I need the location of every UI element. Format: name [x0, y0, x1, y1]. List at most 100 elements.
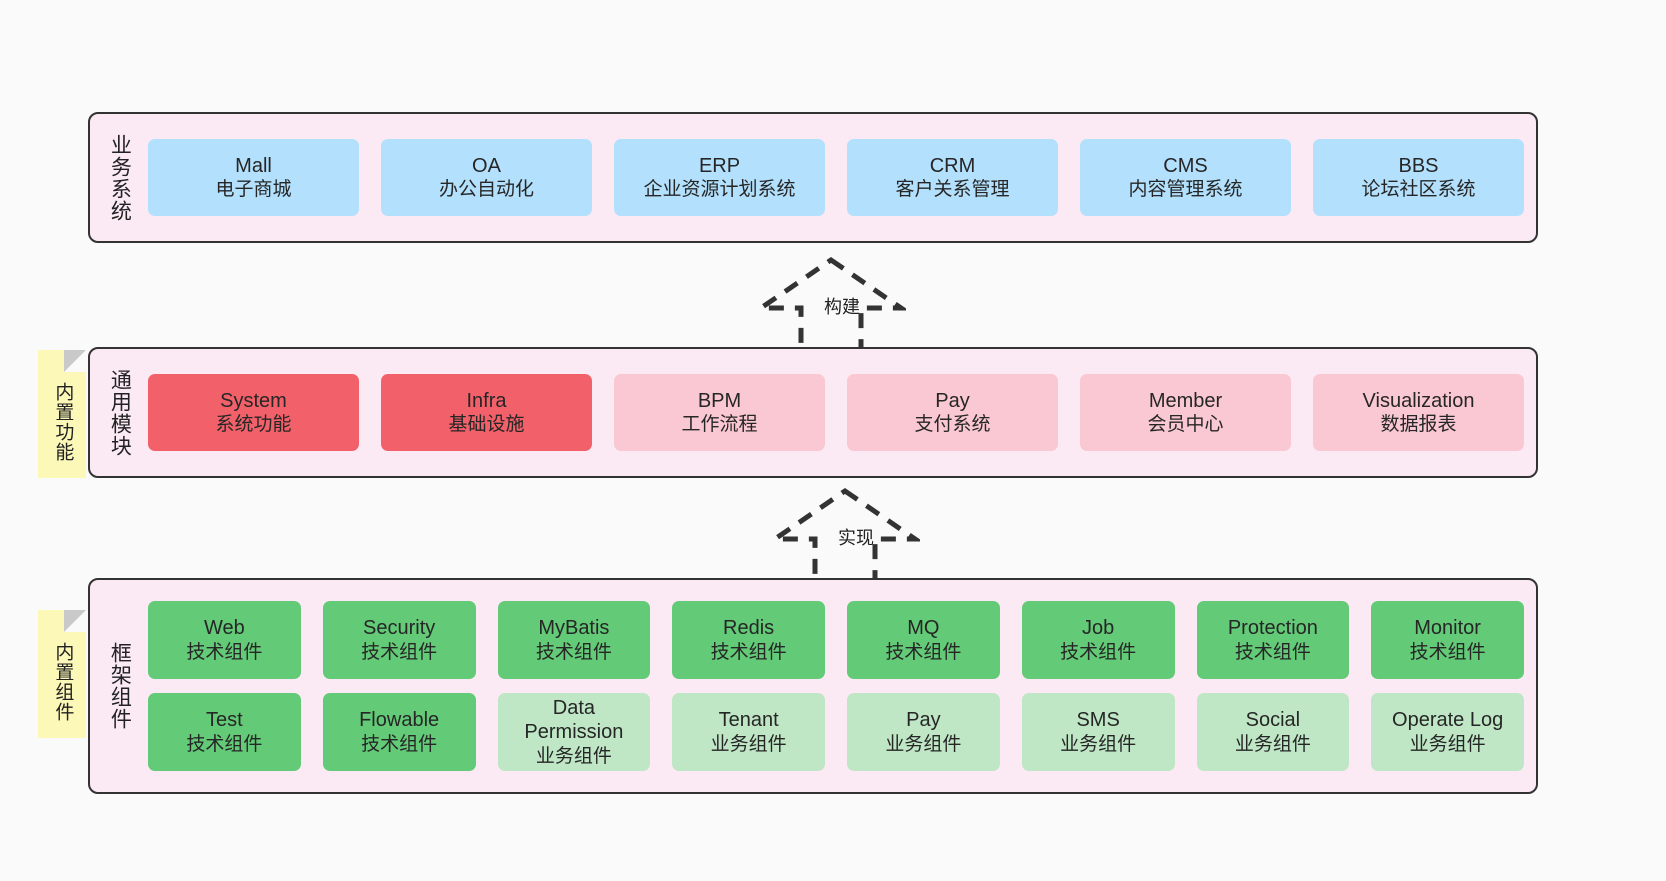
- framework-biz-row: Test 技术组件 Flowable 技术组件 Data Permission …: [148, 693, 1524, 771]
- card-subtitle: 企业资源计划系统: [643, 179, 796, 201]
- card-subtitle: 技术组件: [1060, 641, 1137, 663]
- layer-title-business: 业务系统: [108, 133, 132, 222]
- card-title: Visualization: [1362, 389, 1475, 412]
- card-subtitle: 数据报表: [1380, 414, 1457, 436]
- framework-card-test[interactable]: Test 技术组件: [148, 693, 301, 771]
- layer-common-modules: 通用模块 System 系统功能 Infra 基础设施 BPM 工作流程 Pay…: [88, 347, 1538, 478]
- card-title: Mall: [235, 154, 272, 177]
- card-title: Redis: [723, 617, 775, 640]
- arrow-build-label: 构建: [824, 297, 860, 317]
- business-card-oa[interactable]: OA 办公自动化: [381, 139, 592, 216]
- card-subtitle: 业务组件: [1060, 733, 1137, 755]
- framework-card-redis[interactable]: Redis 技术组件: [672, 601, 825, 679]
- framework-card-social[interactable]: Social 业务组件: [1196, 693, 1350, 771]
- business-card-erp[interactable]: ERP 企业资源计划系统: [614, 139, 825, 216]
- card-subtitle: 业务组件: [710, 733, 787, 755]
- card-title: Infra: [466, 389, 507, 412]
- card-title: BBS: [1398, 154, 1439, 177]
- layer-body-common: System 系统功能 Infra 基础设施 BPM 工作流程 Pay 支付系统…: [136, 359, 1524, 466]
- framework-card-pay[interactable]: Pay 业务组件: [847, 693, 1000, 771]
- card-title: Social: [1245, 709, 1301, 732]
- common-card-member[interactable]: Member 会员中心: [1080, 374, 1291, 451]
- framework-card-data-permission[interactable]: Data Permission 业务组件: [497, 693, 651, 771]
- card-subtitle: 工作流程: [681, 414, 758, 436]
- card-subtitle: 业务组件: [1409, 733, 1486, 755]
- framework-card-job[interactable]: Job 技术组件: [1021, 601, 1175, 679]
- card-subtitle: 技术组件: [535, 641, 612, 663]
- card-title: Data Permission: [524, 697, 624, 744]
- layer-business-system: 业务系统 Mall 电子商城 OA 办公自动化 ERP 企业资源计划系统 CRM…: [88, 112, 1538, 243]
- framework-tech-row: Web 技术组件 Security 技术组件 MyBatis 技术组件 Redi…: [148, 601, 1524, 679]
- card-subtitle: 论坛社区系统: [1361, 179, 1476, 201]
- framework-card-mq[interactable]: MQ 技术组件: [847, 601, 1000, 679]
- card-title: CRM: [929, 154, 976, 177]
- common-card-row: System 系统功能 Infra 基础设施 BPM 工作流程 Pay 支付系统…: [148, 374, 1524, 451]
- card-title: Job: [1082, 617, 1115, 640]
- card-subtitle: 会员中心: [1147, 414, 1224, 436]
- card-title: MQ: [907, 617, 940, 640]
- framework-card-protection[interactable]: Protection 技术组件: [1196, 601, 1350, 679]
- framework-card-web[interactable]: Web 技术组件: [148, 601, 301, 679]
- layer-body-business: Mall 电子商城 OA 办公自动化 ERP 企业资源计划系统 CRM 客户关系…: [136, 124, 1524, 231]
- business-card-row: Mall 电子商城 OA 办公自动化 ERP 企业资源计划系统 CRM 客户关系…: [148, 139, 1524, 216]
- framework-card-sms[interactable]: SMS 业务组件: [1021, 693, 1175, 771]
- card-title: CMS: [1163, 154, 1208, 177]
- card-subtitle: 业务组件: [535, 745, 612, 767]
- card-title: System: [220, 389, 287, 412]
- card-title: Protection: [1227, 617, 1318, 640]
- card-title: Flowable: [359, 709, 440, 732]
- layer-title-common: 通用模块: [108, 368, 132, 457]
- card-subtitle: 基础设施: [448, 414, 525, 436]
- card-title: Tenant: [718, 709, 779, 732]
- business-card-cms[interactable]: CMS 内容管理系统: [1080, 139, 1291, 216]
- card-title: BPM: [697, 389, 742, 412]
- card-subtitle: 业务组件: [885, 733, 962, 755]
- arrow-build: 构建: [756, 256, 906, 352]
- card-subtitle: 技术组件: [186, 733, 263, 755]
- common-card-infra[interactable]: Infra 基础设施: [381, 374, 592, 451]
- arrow-implement: 实现: [770, 487, 920, 583]
- framework-card-security[interactable]: Security 技术组件: [322, 601, 476, 679]
- card-subtitle: 业务组件: [1234, 733, 1311, 755]
- framework-card-monitor[interactable]: Monitor 技术组件: [1371, 601, 1524, 679]
- card-subtitle: 电子商城: [215, 179, 292, 201]
- framework-card-operate-log[interactable]: Operate Log 业务组件: [1371, 693, 1524, 771]
- card-subtitle: 技术组件: [186, 641, 263, 663]
- card-title: Member: [1148, 389, 1223, 412]
- card-title: Monitor: [1414, 617, 1481, 640]
- card-title: ERP: [698, 154, 741, 177]
- card-subtitle: 内容管理系统: [1128, 179, 1243, 201]
- card-subtitle: 技术组件: [361, 641, 438, 663]
- card-title: MyBatis: [538, 617, 610, 640]
- card-subtitle: 技术组件: [1234, 641, 1311, 663]
- common-card-visualization[interactable]: Visualization 数据报表: [1313, 374, 1524, 451]
- card-title: Test: [206, 709, 243, 732]
- sticky-note-builtin-components: 内置组件: [38, 610, 86, 738]
- card-subtitle: 技术组件: [1409, 641, 1486, 663]
- arrow-implement-label: 实现: [838, 528, 874, 548]
- card-title: OA: [472, 154, 501, 177]
- framework-card-tenant[interactable]: Tenant 业务组件: [672, 693, 825, 771]
- business-card-bbs[interactable]: BBS 论坛社区系统: [1313, 139, 1524, 216]
- card-title: Web: [203, 617, 245, 640]
- card-title: Pay: [906, 709, 941, 732]
- layer-body-framework: Web 技术组件 Security 技术组件 MyBatis 技术组件 Redi…: [136, 590, 1524, 782]
- common-card-bpm[interactable]: BPM 工作流程: [614, 374, 825, 451]
- card-title: Security: [363, 617, 436, 640]
- card-subtitle: 技术组件: [361, 733, 438, 755]
- layer-framework-components: 框架组件 Web 技术组件 Security 技术组件 MyBatis 技术组件…: [88, 578, 1538, 794]
- common-card-pay[interactable]: Pay 支付系统: [847, 374, 1058, 451]
- common-card-system[interactable]: System 系统功能: [148, 374, 359, 451]
- card-title: Pay: [935, 389, 970, 412]
- business-card-mall[interactable]: Mall 电子商城: [148, 139, 359, 216]
- card-subtitle: 支付系统: [914, 414, 991, 436]
- card-title: SMS: [1076, 709, 1120, 732]
- framework-card-flowable[interactable]: Flowable 技术组件: [322, 693, 476, 771]
- business-card-crm[interactable]: CRM 客户关系管理: [847, 139, 1058, 216]
- card-subtitle: 技术组件: [710, 641, 787, 663]
- card-subtitle: 技术组件: [885, 641, 962, 663]
- card-subtitle: 办公自动化: [438, 179, 534, 201]
- framework-card-mybatis[interactable]: MyBatis 技术组件: [497, 601, 651, 679]
- card-subtitle: 系统功能: [215, 414, 292, 436]
